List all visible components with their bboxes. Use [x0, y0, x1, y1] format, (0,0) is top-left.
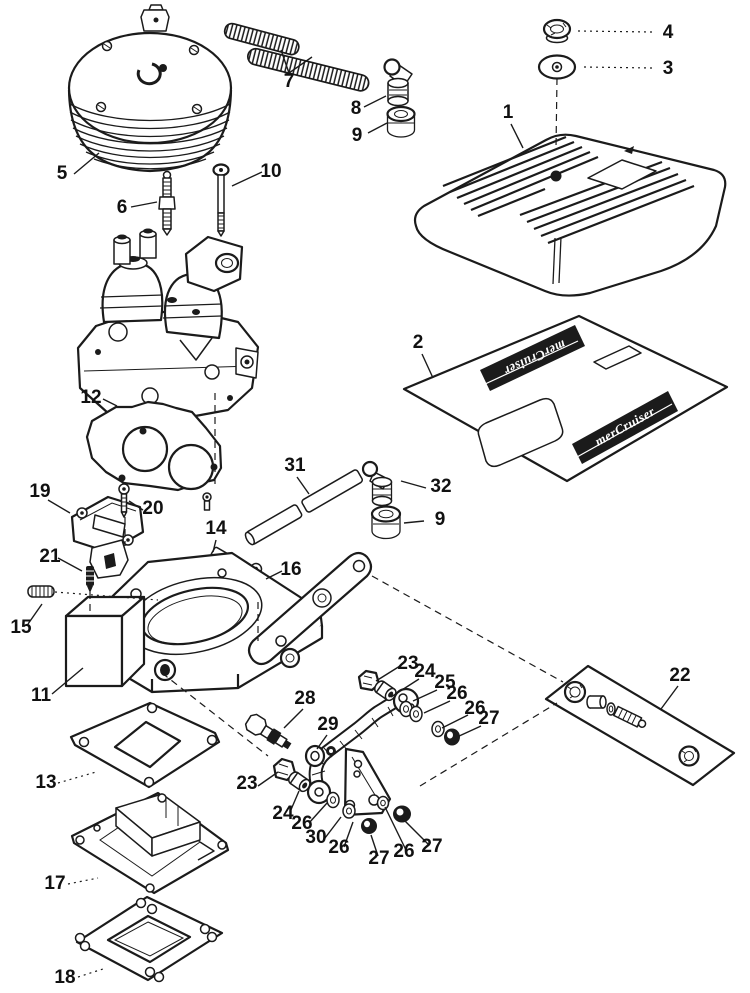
callout-29: 29 — [317, 714, 338, 735]
callout-2: 2 — [413, 332, 424, 353]
part-5-flame-arrestor — [67, 4, 233, 173]
callout-10: 10 — [260, 161, 281, 182]
part-3-washer — [537, 54, 577, 80]
callout-14: 14 — [205, 518, 227, 539]
callout-15: 15 — [10, 617, 32, 638]
part-20-screw — [118, 483, 130, 518]
callout-7: 7 — [284, 71, 295, 92]
callout-5: 5 — [57, 163, 68, 184]
callout-13: 13 — [35, 772, 56, 793]
part-6-stud — [158, 170, 176, 236]
part-11-adapter-plate — [64, 551, 373, 694]
leader-lines — [27, 30, 679, 978]
part-1-ribbed-cover — [413, 133, 727, 297]
callout-26b: 26 — [464, 698, 485, 719]
part-18-gasket — [74, 895, 224, 983]
callout-30: 30 — [305, 827, 326, 848]
part-10-screw — [212, 163, 230, 237]
callout-20: 20 — [142, 498, 163, 519]
part-32-elbow-fitting — [361, 460, 393, 507]
callout-18: 18 — [54, 967, 75, 988]
part-21-spring — [86, 566, 94, 593]
callout-8: 8 — [351, 98, 362, 119]
callout-27b: 27 — [368, 848, 389, 869]
callout-26c: 26 — [291, 813, 312, 834]
callout-9b: 9 — [435, 509, 446, 530]
callout-23b: 23 — [236, 773, 257, 794]
alignment-dashed-lines — [54, 77, 564, 787]
callout-27a: 27 — [478, 708, 499, 729]
part-7-vent-hoses — [223, 22, 370, 92]
part-17-plate — [70, 791, 230, 895]
callout-27c: 27 — [421, 836, 442, 857]
callout-6: 6 — [117, 197, 128, 218]
callout-32: 32 — [430, 476, 451, 497]
part-9-grommet-mid — [370, 505, 402, 540]
callout-11: 11 — [31, 685, 52, 706]
part-31-tube — [244, 469, 364, 546]
part-9-grommet-top — [386, 105, 416, 138]
callout-28: 28 — [294, 688, 315, 709]
part-24-spacer-bottom — [288, 771, 311, 793]
part-12-gasket — [85, 400, 223, 511]
part-26-washers — [326, 700, 445, 819]
callout-12: 12 — [80, 387, 101, 408]
callout-24a: 24 — [414, 661, 436, 682]
part-4-nut — [542, 18, 572, 44]
part-8-elbow-fitting — [383, 58, 413, 107]
callout-24b: 24 — [272, 803, 294, 824]
part-29-washer — [304, 744, 336, 768]
callout-21: 21 — [39, 546, 61, 567]
callout-17: 17 — [44, 873, 65, 894]
callout-4: 4 — [663, 22, 674, 43]
carburetor-assembly — [76, 228, 260, 423]
callout-26d: 26 — [328, 837, 349, 858]
decal-band-bottom — [572, 391, 678, 464]
callout-26e: 26 — [393, 841, 414, 862]
callout-labels: 5 7 8 9 10 6 4 3 1 12 2 19 20 21 14 31 3… — [10, 22, 690, 988]
part-15-spring — [27, 585, 55, 598]
callout-22: 22 — [669, 665, 690, 686]
part-28-fitting — [244, 713, 292, 750]
callout-1: 1 — [503, 102, 514, 123]
part-13-gasket — [69, 701, 221, 789]
part-24-spacer-top — [374, 680, 397, 702]
callout-3: 3 — [663, 58, 674, 79]
part-19-component — [70, 495, 145, 579]
callout-31: 31 — [284, 455, 306, 476]
callout-9a: 9 — [352, 125, 363, 146]
callout-16: 16 — [280, 559, 301, 580]
callout-19: 19 — [29, 481, 50, 502]
part-27-nuts — [361, 728, 460, 834]
part-22-parts-plate — [544, 664, 736, 787]
callout-25: 25 — [434, 672, 456, 693]
callout-26a: 26 — [446, 683, 467, 704]
part-2-decal-sheet: merCruiser merCruiser — [402, 314, 729, 483]
callout-23a: 23 — [397, 653, 418, 674]
